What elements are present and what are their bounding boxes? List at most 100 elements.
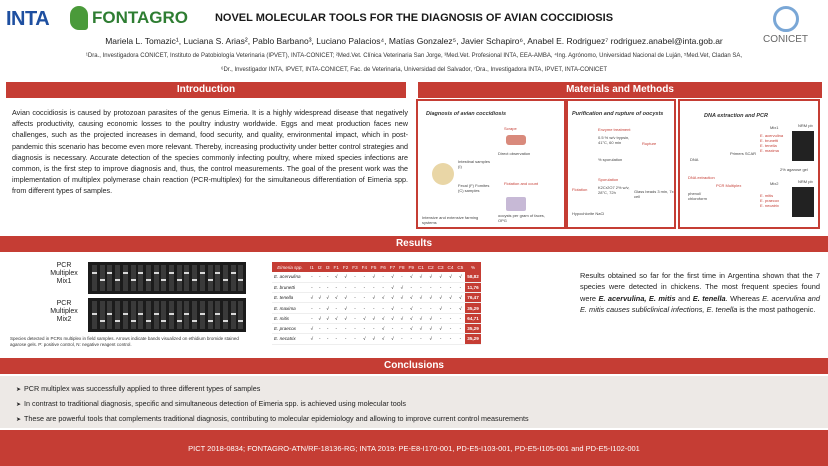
gel-lane — [145, 265, 151, 291]
detection-cell: √ — [378, 333, 388, 345]
species-cell: E. necatrix — [272, 333, 308, 345]
conclusion-text-1: PCR multiplex was successfully applied t… — [24, 384, 261, 393]
label-mix1-sp3: E. tenella — [760, 143, 777, 148]
label-primers-scar: Primers SCAR — [730, 151, 757, 156]
detection-cell: - — [350, 292, 360, 304]
detection-cell: √ — [435, 323, 446, 335]
gel-band — [222, 320, 228, 322]
detection-cell: √ — [359, 333, 370, 345]
table-header-cell: F3 — [350, 262, 360, 272]
gel1-label: PCR Multiplex Mix1 — [50, 262, 78, 285]
table-header-cell: F2 — [340, 262, 351, 272]
detection-cell: - — [308, 313, 316, 324]
detection-cell: √ — [425, 292, 436, 304]
gel-band — [138, 313, 144, 315]
gel-band — [199, 313, 205, 315]
table-row: E. maxima--√-√----√-√--√-√35,29 — [272, 302, 481, 314]
label-rupture: Rupture — [642, 141, 657, 146]
detection-cell: √ — [340, 292, 351, 304]
gel-band — [161, 279, 167, 281]
gel-band — [107, 313, 113, 315]
gel-lane — [169, 265, 174, 291]
gel-lane — [222, 265, 228, 291]
label-flotation-count: Flotation and count — [504, 181, 539, 186]
detection-cell: - — [315, 282, 324, 294]
detection-cell: √ — [455, 272, 466, 283]
label-intestinal-samples: Intestinal samples (I) — [458, 159, 491, 169]
detection-cell: - — [308, 272, 316, 283]
detection-cell: - — [359, 272, 370, 283]
species-cell: E. maxima — [272, 302, 308, 314]
detection-cell: - — [369, 302, 379, 314]
gel-lane — [176, 265, 182, 291]
detection-cell: - — [359, 323, 370, 335]
gel-lane — [138, 301, 144, 329]
affiliations-line-1: ¹Dra., Investigadora CONICET, Instituto … — [85, 53, 743, 59]
table-header-cell: I3 — [323, 262, 332, 272]
conclusion-item: ➤PCR multiplex was successfully applied … — [16, 384, 260, 393]
gel-lane — [238, 265, 244, 291]
checkmark-icon: ➤ — [16, 402, 22, 408]
detection-cell: √ — [308, 333, 316, 345]
gel-image-mix2 — [792, 187, 814, 217]
label-k2cr2o7: K2Cr2O7 2% w/v, 28°C, 72h — [598, 185, 630, 195]
detection-cell: - — [445, 302, 456, 314]
detection-cell: - — [435, 333, 446, 345]
detection-cell: √ — [397, 292, 407, 304]
detection-cell: - — [350, 313, 360, 324]
table-header-cell: F9 — [406, 262, 416, 272]
detection-cell: √ — [359, 313, 370, 324]
detection-cell: √ — [387, 272, 398, 283]
checkmark-icon: ➤ — [16, 387, 22, 393]
gel-lane — [99, 301, 105, 329]
species-cell: E. brunetti — [272, 282, 308, 294]
gel-band — [176, 320, 182, 322]
gel-lane — [230, 265, 236, 291]
detection-cell: - — [331, 333, 341, 345]
detection-cell: √ — [387, 292, 398, 304]
detection-cell: √ — [406, 323, 416, 335]
gel-band — [138, 272, 144, 274]
detection-cell: - — [397, 323, 407, 335]
gel-lane — [207, 301, 213, 329]
gel-lane — [115, 265, 121, 291]
detection-cell: √ — [323, 313, 332, 324]
label-nrm-1: NRM pb — [798, 123, 813, 128]
detection-cell: - — [415, 333, 426, 345]
gel-lane — [207, 265, 213, 291]
gel-band — [176, 279, 182, 281]
detection-cell: - — [359, 302, 370, 314]
conclusions-box: ➤PCR multiplex was successfully applied … — [0, 376, 828, 428]
label-hypochlorite: Hypochlorite NaCl — [572, 211, 605, 216]
results-text-tenella: E. tenella — [692, 293, 726, 303]
gel-band — [169, 313, 174, 315]
conicet-sun-icon — [772, 6, 799, 32]
label-mix1-sp2: E. brunetti — [760, 138, 779, 143]
label-mix2-sp2: E. praecox — [760, 198, 780, 203]
table-header-cell: C1 — [415, 262, 426, 272]
panel-dna-pcr: DNA extraction and PCR DNA DNA extractio… — [678, 99, 820, 229]
label-mix1-sp4: E. maxima — [760, 148, 779, 153]
gel-lane — [176, 301, 182, 329]
gel-band — [222, 279, 228, 281]
label-mix2-sp3: E. necatrix — [760, 203, 779, 208]
gel-band — [238, 320, 244, 322]
label-enzyme-detail: 0.5 % w/v trypsin, 41°C, 60 min — [598, 135, 630, 145]
label-agarose-gel: 2% agarose gel — [780, 167, 808, 172]
label-dna: DNA — [690, 157, 699, 162]
table-header-cell: I1 — [308, 262, 316, 272]
gel-lane — [153, 301, 159, 329]
gel-band — [130, 320, 136, 322]
detection-cell: √ — [340, 302, 351, 314]
detection-cell: - — [397, 333, 407, 345]
detection-cell: √ — [387, 333, 398, 345]
results-text: Results obtained so far for the first ti… — [580, 270, 820, 315]
gel-lane — [153, 265, 159, 291]
conclusion-text-2: In contrast to traditional diagnosis, sp… — [24, 399, 406, 408]
results-text-species: E. acervulina, E. mitis — [598, 293, 676, 303]
gel-band — [207, 279, 213, 281]
detection-cell: √ — [425, 313, 436, 324]
gel-lane — [161, 265, 167, 291]
